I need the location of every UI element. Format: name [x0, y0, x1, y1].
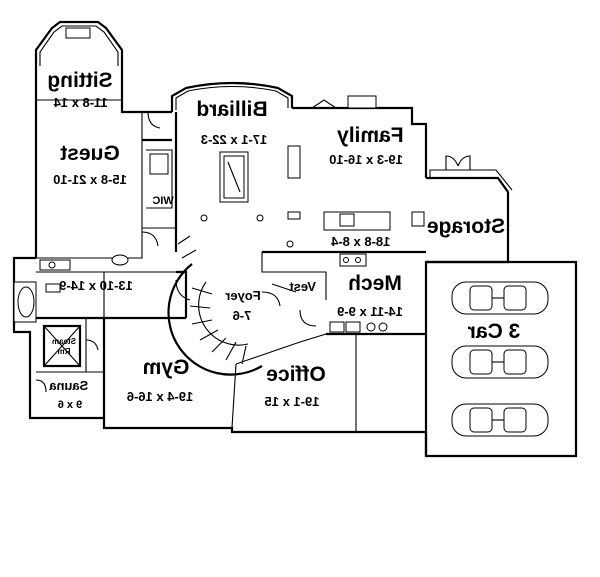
gym-dims: 19-4 x 16-6: [127, 389, 194, 404]
foyer-label: Foyer: [225, 288, 260, 303]
sitting-label: Sitting: [47, 69, 112, 92]
car-2-icon: [451, 345, 549, 379]
family-dims: 19-3 x 16-10: [329, 152, 403, 167]
car-3-icon: [451, 403, 549, 437]
interior-walls: [36, 99, 426, 432]
steam-room-box: [42, 324, 82, 368]
vest-label: Vest: [289, 279, 316, 294]
car-1-icon: [451, 281, 549, 315]
bath-dims: 13-10 x 14-9: [59, 278, 133, 293]
room-labels: Sitting 11-8 x 14 Guest 15-8 x 21-10 Bil…: [47, 69, 520, 411]
sauna-label: Sauna: [48, 378, 88, 393]
sofa: [287, 145, 301, 179]
gym-label: Gym: [143, 356, 190, 379]
guest-dims: 15-8 x 21-10: [53, 172, 127, 187]
kitchen-dims: 18-8 x 8-4: [330, 234, 390, 249]
storage-label: Storage: [427, 215, 505, 238]
steam-sub: Rm: [58, 347, 71, 356]
foyer-dims: 7-6: [233, 308, 252, 323]
sauna-dims: 9 x 6: [58, 399, 82, 411]
steam-label: Steam: [52, 337, 76, 346]
garage-label: 3 Car: [468, 320, 521, 343]
family-label: Family: [337, 124, 404, 147]
mech-dims: 14-11 x 9-9: [337, 304, 403, 319]
wic-label: WIC: [152, 195, 173, 207]
spiral-stair: [167, 235, 297, 376]
billiard-dims: 17-1 x 22-3: [201, 132, 268, 147]
office-label: Office: [266, 363, 326, 386]
kitchen-island: [323, 211, 391, 231]
guest-label: Guest: [60, 142, 120, 165]
garage-cars: [451, 281, 549, 437]
fixtures: [13, 95, 471, 393]
mech-label: Mech: [348, 272, 402, 295]
exterior-walls: [12, 20, 578, 458]
sitting-dims: 11-8 x 14: [53, 95, 108, 110]
office-dims: 19-1 x 15: [265, 394, 320, 409]
billiard-label: Billiard: [196, 98, 267, 121]
